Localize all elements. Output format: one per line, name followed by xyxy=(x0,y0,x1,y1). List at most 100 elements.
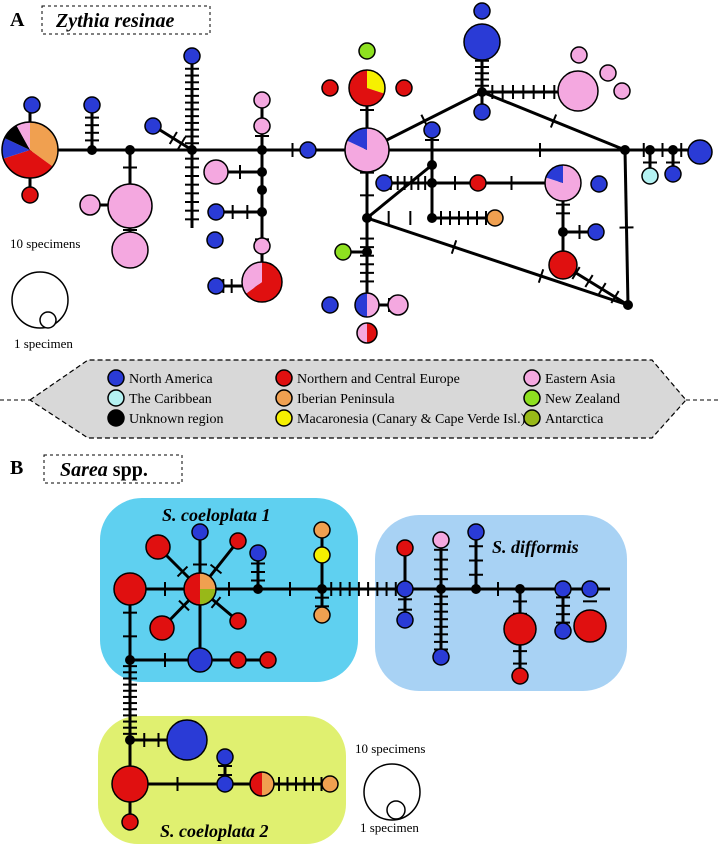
node-slice xyxy=(349,70,385,106)
legend-label: Northern and Central Europe xyxy=(297,372,460,387)
haplotype-node xyxy=(590,175,608,193)
node-circle xyxy=(229,612,247,630)
node-circle xyxy=(313,521,331,539)
median-vector xyxy=(436,584,446,594)
haplotype-node xyxy=(599,64,617,82)
node-circle xyxy=(554,580,572,598)
node-circle xyxy=(548,250,578,280)
haplotype-node xyxy=(344,127,390,173)
node-slice xyxy=(3,150,53,179)
haplotype-node xyxy=(544,164,582,202)
node-circle xyxy=(21,186,39,204)
median-vector xyxy=(623,300,633,310)
haplotype-node xyxy=(145,534,171,560)
median-vector xyxy=(125,735,135,745)
haplotype-node xyxy=(486,209,504,227)
median-vector xyxy=(257,145,267,155)
node-outline xyxy=(249,771,275,797)
median-vector xyxy=(427,178,437,188)
node-circle xyxy=(79,194,101,216)
haplotype-node xyxy=(313,546,331,564)
node-circle xyxy=(149,615,175,641)
legend-swatch xyxy=(275,389,293,407)
median-vector xyxy=(515,584,525,594)
haplotype-node xyxy=(473,103,491,121)
node-circle xyxy=(334,243,352,261)
median-vector xyxy=(558,227,568,237)
node-circle xyxy=(467,523,485,541)
network-a-nodes xyxy=(1,2,713,344)
node-circle xyxy=(313,546,331,564)
scale-a-small-circle xyxy=(39,311,57,329)
node-outline xyxy=(344,127,390,173)
node-slice xyxy=(262,772,274,796)
haplotype-node xyxy=(511,667,529,685)
edge xyxy=(366,163,433,220)
haplotype-node xyxy=(432,531,450,549)
panel-b: B Sarea spp. S. coeloplata 1 S. difformi… xyxy=(10,454,627,844)
haplotype-node xyxy=(469,174,487,192)
group-label-coeloplata2: S. coeloplata 2 xyxy=(160,821,269,841)
haplotype-node xyxy=(432,648,450,666)
node-circle xyxy=(395,79,413,97)
median-vector xyxy=(668,145,678,155)
node-circle xyxy=(299,141,317,159)
node-slice xyxy=(245,262,282,302)
legend-label: North America xyxy=(129,372,213,387)
haplotype-node xyxy=(423,121,441,139)
haplotype-node xyxy=(191,523,209,541)
median-vector xyxy=(362,213,372,223)
haplotype-node xyxy=(253,117,271,135)
haplotype-node xyxy=(664,165,682,183)
haplotype-node xyxy=(467,523,485,541)
haplotype-node xyxy=(396,611,414,629)
legend-label: Unknown region xyxy=(129,412,224,427)
panel-a: A Zythia resinae xyxy=(1,2,713,351)
haplotype-node xyxy=(395,79,413,97)
haplotype-node xyxy=(259,651,277,669)
node-circle xyxy=(203,159,229,185)
node-circle xyxy=(321,775,339,793)
haplotype-node xyxy=(573,609,607,643)
haplotype-node xyxy=(79,194,101,216)
haplotype-node xyxy=(557,70,599,112)
node-outline xyxy=(1,121,59,179)
haplotype-node xyxy=(587,223,605,241)
mutation-tick xyxy=(571,266,581,280)
panel-b-letter: B xyxy=(10,457,23,479)
legend-item: Eastern Asia xyxy=(523,369,616,387)
node-circle xyxy=(253,117,271,135)
median-vector xyxy=(427,213,437,223)
haplotype-node xyxy=(253,91,271,109)
median-vector xyxy=(471,584,481,594)
node-circle xyxy=(590,175,608,193)
node-circle xyxy=(144,117,162,135)
haplotype-node xyxy=(253,237,271,255)
haplotype-node xyxy=(687,139,713,165)
mutation-tick xyxy=(597,282,607,296)
node-circle xyxy=(432,648,450,666)
haplotype-node xyxy=(206,231,224,249)
legend-swatch xyxy=(107,389,125,407)
haplotype-node xyxy=(21,186,39,204)
node-outline xyxy=(544,164,582,202)
node-circle xyxy=(554,622,572,640)
mutation-tick xyxy=(176,565,189,578)
node-circle xyxy=(23,96,41,114)
legend-box xyxy=(28,359,687,439)
node-circle xyxy=(229,532,247,550)
haplotype-node xyxy=(144,117,162,135)
legend-label: Antarctica xyxy=(545,412,604,427)
node-slice xyxy=(200,589,216,605)
median-vector xyxy=(257,185,267,195)
haplotype-node xyxy=(249,544,267,562)
haplotype-node xyxy=(83,96,101,114)
node-slice xyxy=(242,262,262,294)
haplotype-node xyxy=(23,96,41,114)
node-circle xyxy=(358,42,376,60)
median-vector xyxy=(253,584,263,594)
scale-b-large-circle xyxy=(363,763,421,821)
node-circle xyxy=(687,139,713,165)
mutation-tick xyxy=(584,274,594,288)
